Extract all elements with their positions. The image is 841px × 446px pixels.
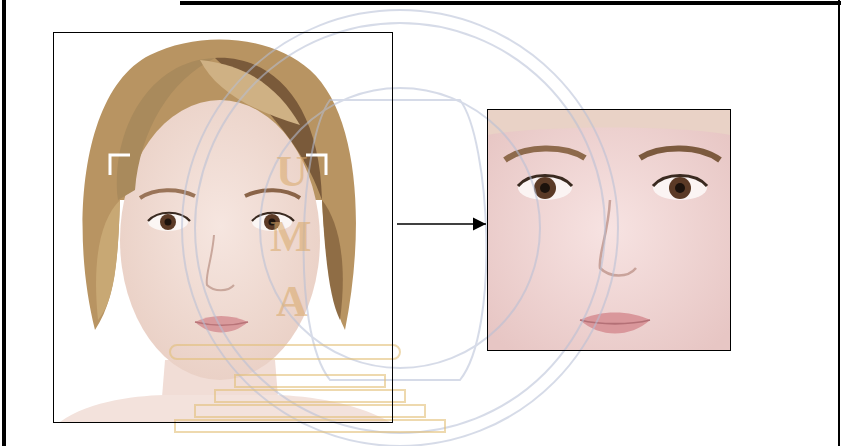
frame-line bbox=[838, 0, 840, 446]
portrait-photo bbox=[54, 33, 392, 422]
flow-arrow bbox=[397, 223, 486, 225]
image-frame bbox=[53, 32, 393, 423]
watermark-letter: U bbox=[276, 150, 308, 194]
watermark-letter: A bbox=[276, 280, 308, 324]
frame-line bbox=[2, 0, 6, 446]
watermark-steps bbox=[170, 345, 445, 432]
frame-line bbox=[180, 1, 841, 5]
cropped-face bbox=[488, 110, 730, 350]
watermark-letter: M bbox=[270, 215, 312, 259]
watermark-seal bbox=[182, 10, 618, 446]
image-frame bbox=[487, 109, 731, 351]
